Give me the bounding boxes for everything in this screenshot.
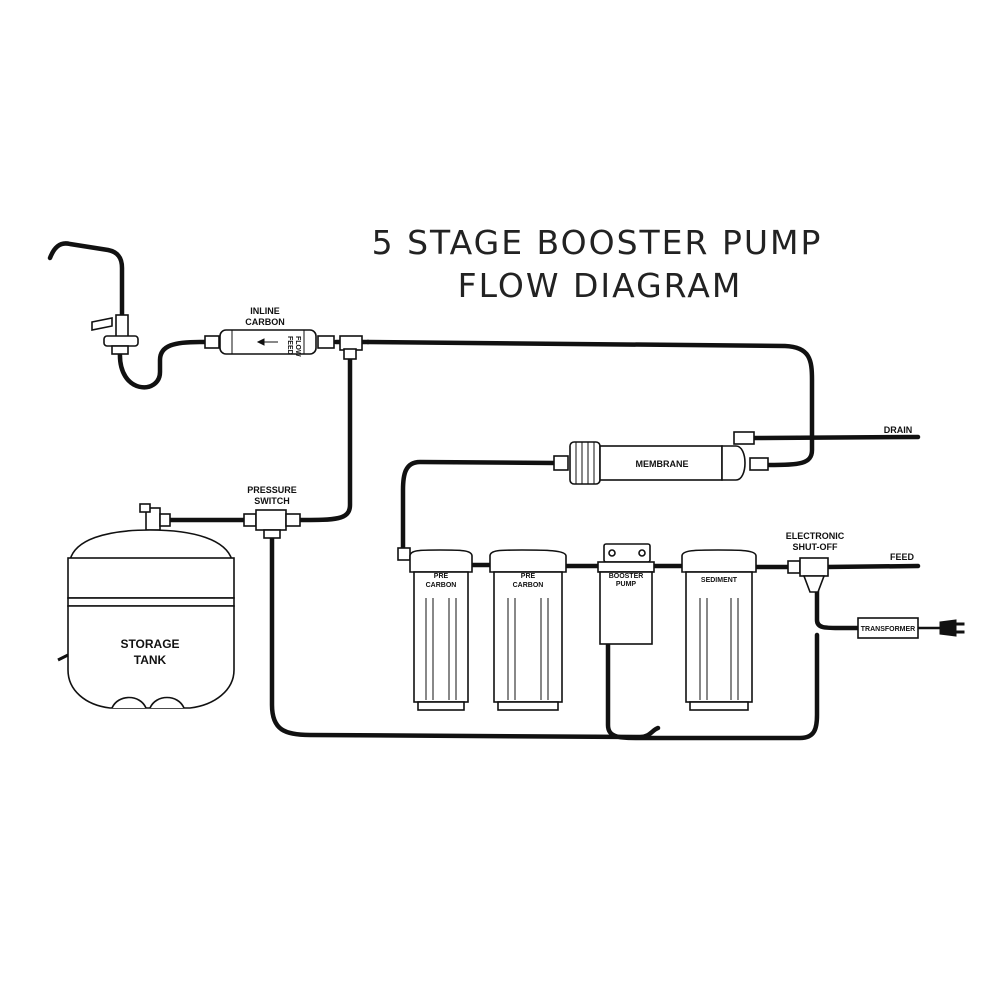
membrane-housing-icon: MEMBRANE	[553, 431, 769, 485]
pre-carbon-1-label-2: CARBON	[426, 582, 457, 589]
diagram-title-line-1: 5 STAGE BOOSTER PUMP	[372, 223, 823, 262]
pipe-faucet-loop	[117, 339, 217, 390]
tee-fitting	[339, 335, 363, 360]
pressure-switch-label-2: SWITCH	[254, 496, 290, 506]
feed-flow-label-1: FEED	[286, 336, 293, 355]
booster-pump-label-2: PUMP	[616, 581, 637, 588]
pre-carbon-2-label-2: CARBON	[513, 582, 544, 589]
pre-carbon-1-label-1: PRE	[434, 573, 449, 580]
transformer-icon: TRANSFORMER	[857, 617, 919, 639]
pre-carbon-filter-2: PRE CARBON	[489, 549, 567, 711]
drain-label: DRAIN	[884, 425, 913, 435]
electronic-shutoff: ELECTRONIC SHUT-OFF	[786, 531, 845, 593]
inline-carbon-label-1: INLINE	[250, 306, 280, 316]
pipe-tee-to-membrane	[365, 339, 815, 468]
booster-pump-label-1: BOOSTER	[609, 573, 644, 580]
pipe-drain	[751, 434, 921, 441]
diagram-title-line-2: FLOW DIAGRAM	[458, 266, 743, 305]
pipe-feed	[823, 563, 921, 570]
sediment-label: SEDIMENT	[701, 577, 738, 584]
feed-label: FEED	[890, 552, 915, 562]
electronic-shutoff-label-1: ELECTRONIC	[786, 531, 845, 541]
pressure-switch-label-1: PRESSURE	[247, 485, 297, 495]
inline-carbon-label-2: CARBON	[245, 317, 285, 327]
pipe-shutoff-wire	[814, 587, 861, 631]
pipe-bottom-return	[269, 527, 661, 740]
inline-carbon-filter: FEED FLOW INLINE CARBON	[204, 306, 335, 357]
power-plug-icon	[939, 619, 965, 637]
pipe-membrane-to-prefilter	[400, 459, 559, 555]
transformer-label: TRANSFORMER	[861, 626, 915, 633]
storage-tank-icon: STORAGE TANK	[57, 503, 235, 709]
membrane-label: MEMBRANE	[636, 459, 689, 469]
electronic-shutoff-label-2: SHUT-OFF	[793, 542, 838, 552]
pipe-pump-wire	[605, 632, 820, 741]
storage-tank-label-2: TANK	[134, 653, 167, 667]
pipe-network	[117, 339, 942, 741]
sediment-filter: SEDIMENT	[681, 549, 757, 711]
storage-tank-label-1: STORAGE	[120, 637, 179, 651]
pre-carbon-filter-1: PRE CARBON	[397, 547, 473, 711]
feed-flow-label-2: FLOW	[294, 336, 301, 357]
faucet-icon	[47, 241, 139, 355]
pressure-switch: PRESSURE SWITCH	[243, 485, 301, 539]
pre-carbon-2-label-1: PRE	[521, 573, 536, 580]
booster-pump-icon: BOOSTER PUMP	[597, 543, 655, 645]
pipe-tee-to-pressure-switch	[297, 349, 353, 523]
